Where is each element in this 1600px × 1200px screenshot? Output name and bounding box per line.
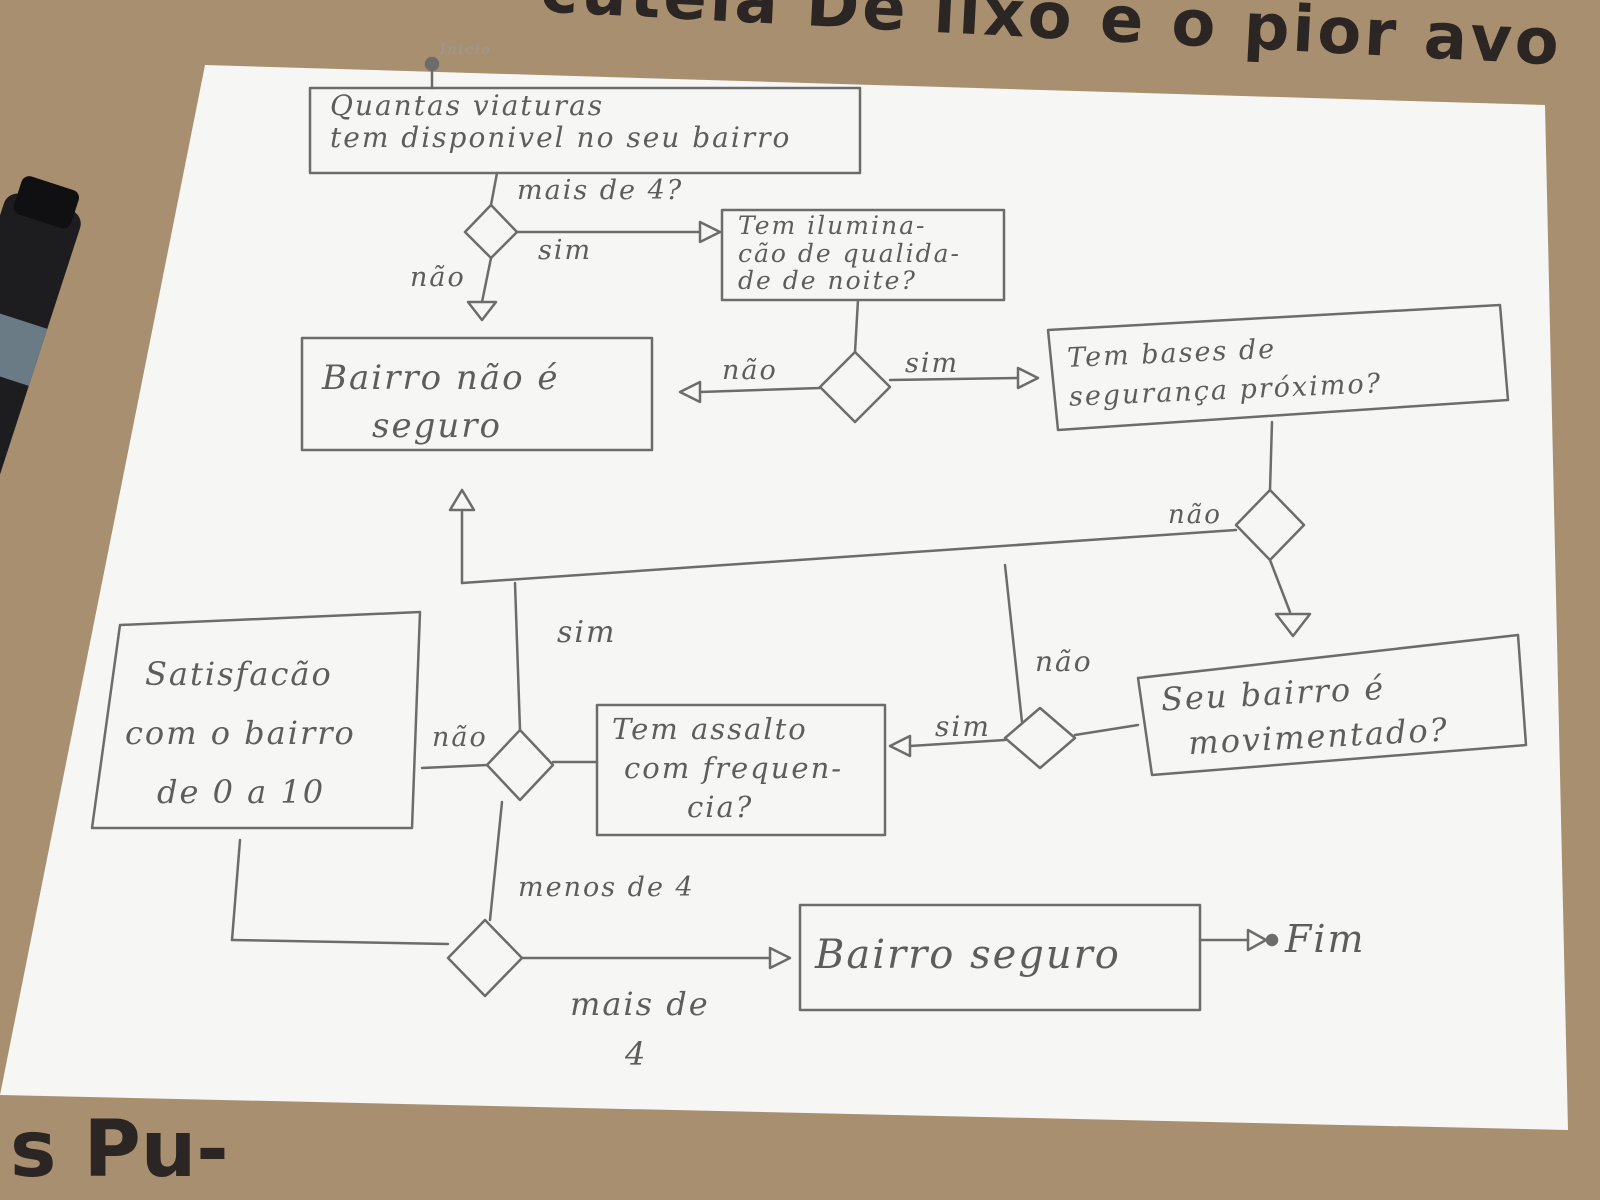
- decision-2: [818, 350, 892, 424]
- box-assalto: [595, 703, 887, 837]
- label-nao-2: não: [722, 355, 778, 386]
- label-nao-5: não: [432, 722, 488, 753]
- node-assalto-line-3: cia?: [687, 790, 754, 825]
- box-nao-seguro: [300, 336, 654, 452]
- node-assalto: Tem assalto com frequen- cia?: [612, 710, 843, 827]
- node-satisfacao-line-3: de 0 a 10: [157, 773, 326, 812]
- node-movimentado: Seu bairro é movimentado?: [1160, 663, 1450, 767]
- node-satisfacao-line-2: com o bairro: [125, 714, 356, 753]
- background-marker-writing-bottom: s Pu-: [10, 1105, 229, 1195]
- box-iluminacao: [720, 208, 1006, 302]
- box-bairro-seguro: [798, 903, 1202, 1012]
- decision-6: [446, 918, 524, 998]
- box-satisfacao: [90, 610, 422, 830]
- label-sim-1: sim: [538, 235, 593, 266]
- node-iluminacao-line-3: de de noite?: [738, 266, 917, 295]
- paper-shape: [0, 65, 1568, 1130]
- node-nao-seguro: Bairro não é seguro: [322, 355, 559, 450]
- decision-5: [485, 728, 555, 802]
- node-assalto-line-1: Tem assalto: [612, 712, 808, 746]
- node-iluminacao: Tem ilumina- cão de qualida- de de noite…: [738, 212, 961, 295]
- start-connector: [424, 56, 440, 90]
- start-label: Inicio: [440, 42, 492, 58]
- label-mais-de-4-question: mais de 4?: [517, 175, 684, 206]
- decision-4: [1003, 706, 1077, 770]
- box-bases: [1046, 303, 1510, 432]
- label-sim-3: sim: [557, 615, 617, 650]
- node-viaturas: Quantas viaturas tem disponivel no seu b…: [330, 89, 792, 155]
- box-viaturas: [308, 86, 862, 175]
- node-bases: Tem bases de segurança próximo?: [1066, 325, 1383, 417]
- label-nao-4: não: [1035, 645, 1093, 678]
- node-iluminacao-line-1: Tem ilumina-: [738, 211, 927, 240]
- node-viaturas-line-2: tem disponivel no seu bairro: [330, 121, 792, 155]
- connector-lines: [230, 171, 1312, 970]
- label-sim-2: sim: [905, 348, 960, 379]
- node-satisfacao-line-1: Satisfacão: [145, 655, 333, 693]
- label-sim-4: sim: [935, 710, 991, 743]
- label-mais-de: mais de: [570, 985, 710, 1023]
- label-menos-de-4: menos de 4: [518, 872, 695, 903]
- node-iluminacao-line-2: cão de qualida-: [738, 238, 962, 268]
- label-nao-3: não: [1168, 500, 1222, 530]
- box-movimentado: [1136, 633, 1528, 777]
- node-fim: Fim: [1285, 917, 1366, 961]
- node-viaturas-line-1: Quantas viaturas: [330, 89, 605, 122]
- label-mais-de-4-number: 4: [625, 1035, 648, 1073]
- node-nao-seguro-line-2: seguro: [372, 405, 502, 446]
- node-assalto-line-2: com frequen-: [624, 751, 844, 786]
- node-satisfacao: Satisfacão com o bairro de 0 a 10: [125, 645, 356, 823]
- label-nao-1: não: [410, 262, 466, 293]
- node-bairro-seguro: Bairro seguro: [815, 932, 1121, 978]
- node-nao-seguro-line-1: Bairro não é: [322, 358, 560, 398]
